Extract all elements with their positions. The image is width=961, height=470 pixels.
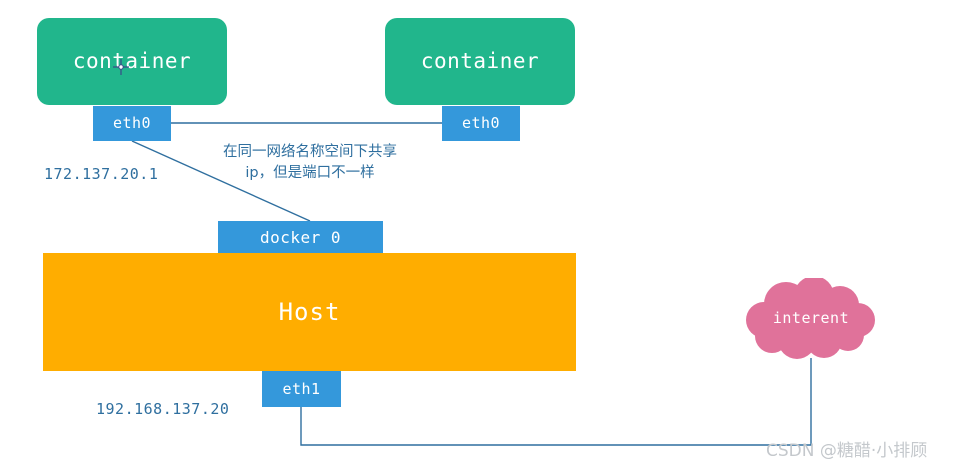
eth0-left-label: eth0	[112, 114, 152, 133]
edge-eth1-to-internet	[300, 358, 812, 446]
host-label: Host	[278, 298, 341, 326]
docker0-bridge-node[interactable]: docker 0	[218, 221, 383, 255]
cloud-icon	[746, 276, 875, 359]
container-node-left[interactable]: container	[37, 18, 227, 105]
eth0-node-left[interactable]: eth0	[93, 106, 171, 141]
eth1-node[interactable]: eth1	[262, 371, 341, 407]
internet-cloud-label: interent	[772, 309, 850, 327]
ip-label-container: 172.137.20.1	[44, 165, 159, 183]
container-left-label: container	[72, 49, 192, 74]
ip-label-host: 192.168.137.20	[96, 400, 230, 418]
shared-namespace-note: 在同一网络名称空间下共享 ip，但是端口不一样	[223, 144, 397, 182]
container-node-right[interactable]: container	[385, 18, 575, 105]
eth0-right-label: eth0	[461, 114, 501, 133]
docker0-label: docker 0	[259, 228, 342, 247]
watermark-text: CSDN @糖醋·小排顾	[766, 441, 928, 461]
eth1-label: eth1	[282, 379, 321, 398]
internet-cloud-node[interactable]: interent	[742, 276, 880, 362]
host-node[interactable]: Host	[43, 253, 576, 371]
eth0-node-right[interactable]: eth0	[442, 106, 520, 141]
container-right-label: container	[420, 49, 540, 74]
